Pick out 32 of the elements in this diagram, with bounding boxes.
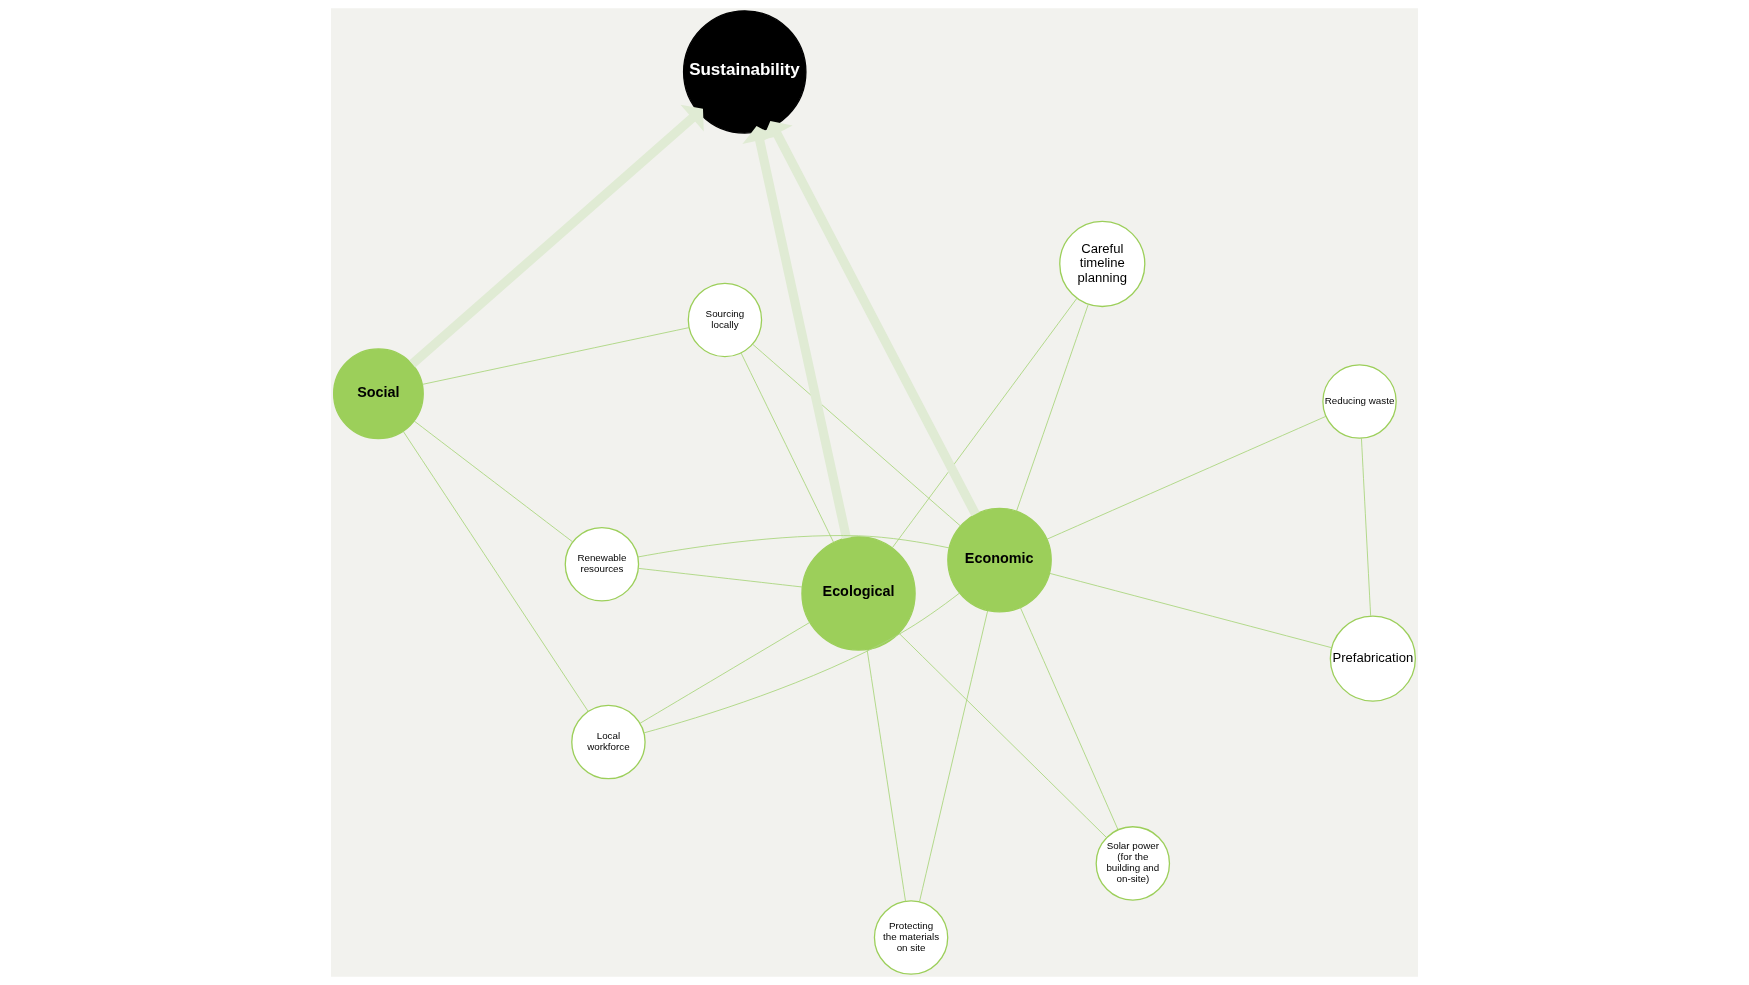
node-circle: Careful timeline planning bbox=[1059, 220, 1146, 308]
connector bbox=[421, 327, 690, 385]
connector bbox=[638, 567, 803, 588]
node-circle: Renewable resources bbox=[564, 526, 640, 602]
connector bbox=[898, 632, 1108, 839]
node-circle: Solar power (for the building and on-site) bbox=[1095, 826, 1171, 901]
node-circle: Local workforce bbox=[571, 704, 646, 780]
connector bbox=[643, 592, 961, 734]
arrow bbox=[742, 126, 851, 540]
connector bbox=[1016, 303, 1089, 512]
connector bbox=[919, 610, 989, 903]
connector bbox=[752, 343, 961, 527]
connector bbox=[1049, 572, 1333, 649]
connector bbox=[1019, 607, 1119, 831]
arrow bbox=[761, 121, 980, 517]
connector bbox=[740, 352, 835, 543]
arrow bbox=[409, 104, 704, 368]
node-circle: Economic bbox=[947, 507, 1052, 613]
node-circle: Social bbox=[332, 348, 424, 440]
node-circle: Protecting the materials on site bbox=[873, 900, 949, 975]
connector bbox=[866, 649, 906, 902]
node-circle: Ecological bbox=[801, 536, 916, 651]
node-circle: Sourcing locally bbox=[687, 282, 763, 358]
node-circle: Prefabrication bbox=[1329, 615, 1417, 702]
connector bbox=[1046, 415, 1327, 540]
connector bbox=[413, 420, 574, 543]
connector bbox=[1361, 437, 1372, 617]
connector bbox=[402, 430, 589, 712]
node-circle: Reducing waste bbox=[1322, 364, 1397, 439]
connector bbox=[639, 622, 811, 724]
connector bbox=[637, 535, 950, 558]
connector bbox=[891, 297, 1078, 549]
